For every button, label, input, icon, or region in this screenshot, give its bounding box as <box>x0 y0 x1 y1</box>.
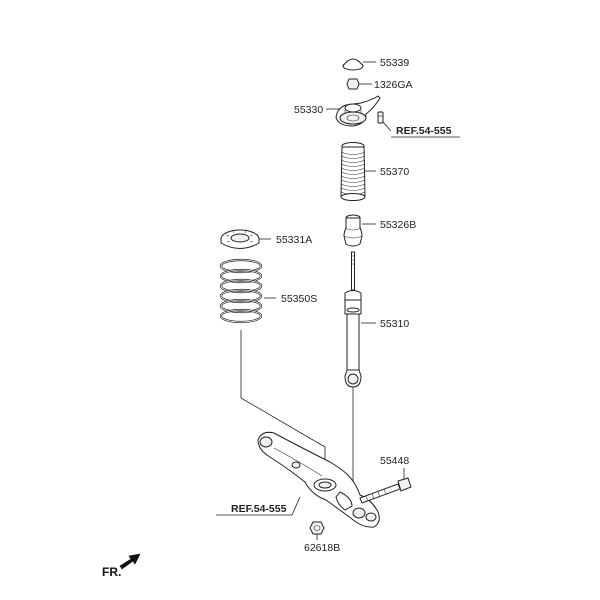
part-55350s-coil-spring <box>219 258 263 324</box>
part-55326b-bump-stop <box>343 214 363 247</box>
ref-top-label: REF.54-555 <box>396 125 452 137</box>
part-55448-bolt <box>359 477 412 504</box>
label-55331a: 55331A <box>276 234 312 246</box>
mount-bolt <box>377 111 384 124</box>
part-55370-dust-boot <box>340 142 366 201</box>
front-label: FR. <box>102 565 121 579</box>
label-62618b: 62618B <box>304 542 340 554</box>
label-55448: 55448 <box>380 455 409 467</box>
label-55330: 55330 <box>294 104 323 116</box>
label-55310: 55310 <box>380 318 409 330</box>
label-1326ga: 1326GA <box>374 79 413 91</box>
front-arrow-icon <box>119 553 141 570</box>
label-55350s: 55350S <box>281 293 317 305</box>
label-55326b: 55326B <box>380 219 416 231</box>
label-55339: 55339 <box>380 57 409 69</box>
label-55370: 55370 <box>380 166 409 178</box>
part-62618b-nut <box>309 521 325 535</box>
ref-bottom-label: REF.54-555 <box>231 503 287 515</box>
part-55331a-spring-seat <box>220 229 260 249</box>
part-55310-shock-absorber <box>344 251 362 388</box>
part-1326ga-nut <box>346 78 360 90</box>
part-lower-control-arm <box>257 431 380 528</box>
part-55330-upper-mount <box>335 95 381 127</box>
part-55339-cap <box>342 58 364 71</box>
